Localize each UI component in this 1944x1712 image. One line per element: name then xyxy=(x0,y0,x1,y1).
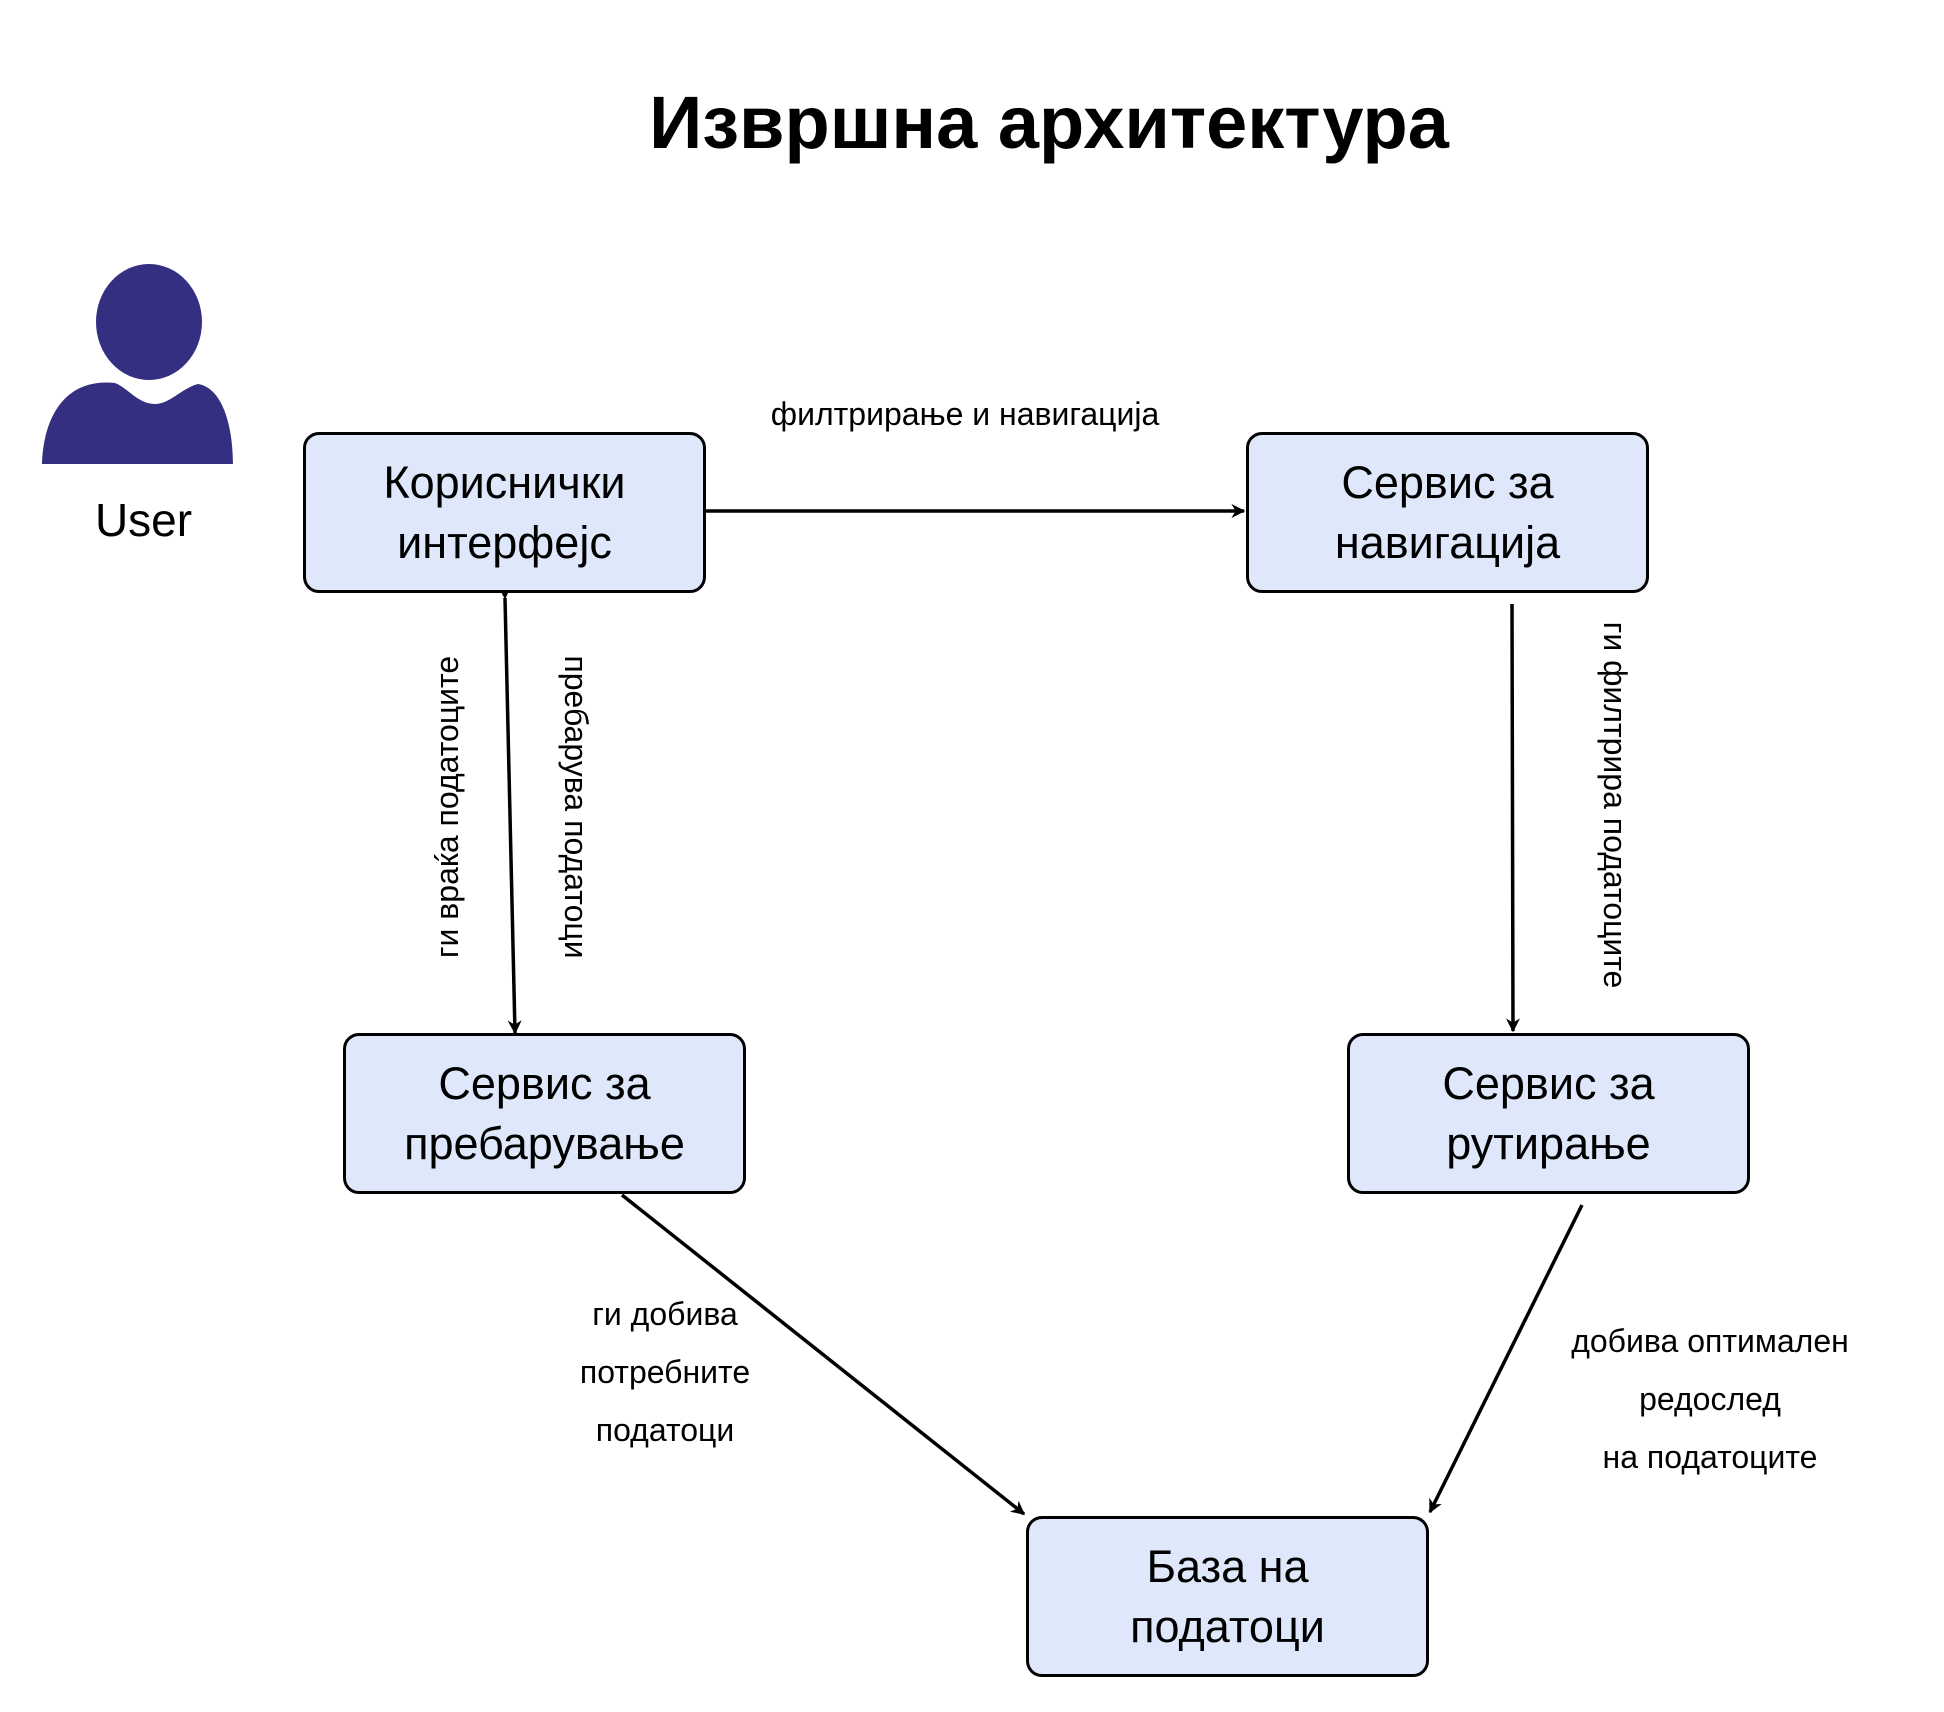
user-label: User xyxy=(94,494,193,546)
node-label: Кориснички интерфејс xyxy=(383,456,626,568)
arrow-ui-search-bidirectional xyxy=(497,585,522,1035)
arrow-search-to-database xyxy=(620,1193,1026,1516)
node-navigation-service: Сервис за навигација xyxy=(1246,432,1649,593)
arrow-routing-to-database xyxy=(1428,1204,1584,1514)
diagram-title: Извршна архитектура xyxy=(649,81,1449,164)
node-search-service: Сервис за пребарување xyxy=(343,1033,746,1194)
edge-label-optimal-order: добива оптимален редослед на податоците xyxy=(1515,1312,1905,1486)
node-label: Сервис за рутирање xyxy=(1442,1057,1655,1169)
node-user-interface: Кориснички интерфејс xyxy=(303,432,706,593)
edge-label-returns-data: ги враќа податоците xyxy=(429,655,465,959)
edge-label-searches-data: пребарува податоци xyxy=(558,655,594,959)
node-label: База на податоци xyxy=(1130,1540,1325,1652)
edge-label-line: потребните xyxy=(579,1354,751,1390)
edge-label-line: редослед xyxy=(1639,1381,1781,1417)
node-database: База на податоци xyxy=(1026,1516,1429,1677)
user-icon xyxy=(42,264,233,464)
node-label: Сервис за навигација xyxy=(1334,456,1561,568)
node-routing-service: Сервис за рутирање xyxy=(1347,1033,1750,1194)
edge-label-line: податоци xyxy=(595,1412,735,1448)
edge-label-filters-data: ги филтрира податоците xyxy=(1597,621,1633,989)
node-label: Сервис за пребарување xyxy=(404,1057,685,1169)
arrow-navigation-to-routing xyxy=(1505,603,1520,1033)
edge-label-line: ги добива xyxy=(592,1296,738,1332)
edge-label-line: добива оптимален xyxy=(1571,1323,1849,1359)
edge-label-line: на податоците xyxy=(1602,1439,1818,1475)
edge-label-gets-needed-data: ги добива потребните податоци xyxy=(520,1285,810,1459)
edge-label-filter-navigation: филтрирање и навигација xyxy=(770,396,1160,432)
